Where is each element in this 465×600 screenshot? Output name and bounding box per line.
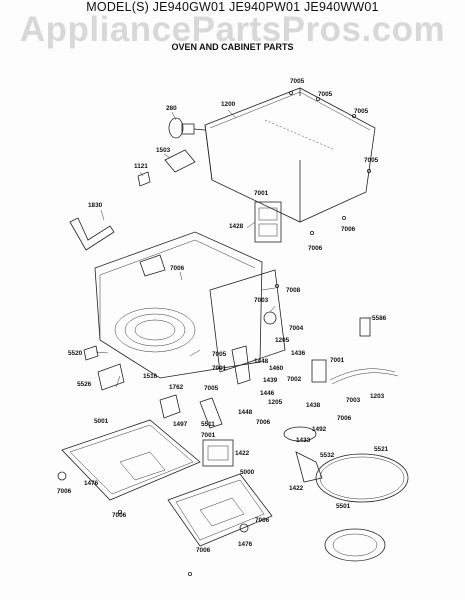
part-label: 7005 bbox=[204, 385, 219, 392]
part-label: 1516 bbox=[143, 373, 158, 380]
part-label: 1446 bbox=[260, 390, 275, 397]
part-label: 1121 bbox=[134, 163, 148, 170]
lamp-assembly-drawing bbox=[168, 117, 206, 139]
part-label: 5586 bbox=[372, 315, 387, 322]
part-1121-drawing bbox=[137, 171, 151, 187]
roller-ring-drawing bbox=[324, 528, 386, 562]
part-label: 7006 bbox=[308, 245, 323, 252]
part-label: 1438 bbox=[306, 402, 321, 409]
part-label: 1205 bbox=[275, 337, 290, 344]
part-label: 7006 bbox=[341, 226, 356, 233]
part-5526-drawing bbox=[97, 363, 125, 391]
part-label: 7008 bbox=[286, 287, 301, 294]
leader-lines bbox=[95, 109, 372, 388]
transformer-drawing bbox=[254, 201, 282, 243]
oven-cavity-drawing bbox=[94, 231, 263, 379]
part-label: 1476 bbox=[84, 480, 99, 487]
bottom-frame-drawing bbox=[167, 473, 273, 547]
model-header: MODEL(S) JE940GW01 JE940PW01 JE940WW01 bbox=[86, 0, 379, 14]
part-label: 1503 bbox=[156, 147, 171, 154]
part-label: 7001 bbox=[254, 190, 269, 197]
part-label: 1476 bbox=[238, 541, 253, 548]
turntable-motor-drawing bbox=[283, 426, 323, 483]
part-label: 7004 bbox=[289, 325, 304, 332]
part-label: 7002 bbox=[287, 376, 302, 383]
foot-left-drawing bbox=[57, 471, 67, 481]
screw-markers bbox=[118, 91, 371, 577]
part-label: 7003 bbox=[346, 397, 361, 404]
part-label: 1203 bbox=[370, 393, 385, 400]
part-label: 1436 bbox=[291, 350, 306, 357]
part-label: 1439 bbox=[263, 377, 278, 384]
part-label: 7001 bbox=[330, 357, 345, 364]
part-label: 1830 bbox=[88, 202, 103, 209]
part-1497-drawing bbox=[159, 394, 181, 419]
part-label: 7005 bbox=[354, 108, 369, 115]
part-label: 5520 bbox=[68, 350, 83, 357]
part-label: 7006 bbox=[337, 415, 352, 422]
part-label: 7006 bbox=[196, 547, 211, 554]
part-label: 7006 bbox=[255, 517, 270, 524]
base-plate-drawing bbox=[61, 419, 201, 501]
part-label: 5511 bbox=[201, 421, 215, 428]
part-5520-drawing bbox=[83, 345, 99, 361]
part-label: 280 bbox=[166, 105, 177, 112]
part-label: 1492 bbox=[312, 426, 327, 433]
part-label: 1497 bbox=[173, 421, 188, 428]
watermark: AppliancePartsPros.com bbox=[19, 10, 446, 49]
part-labels: 7005 7005 280 1200 7005 1503 7005 1121 7… bbox=[57, 78, 389, 554]
part-label: 1448 bbox=[238, 409, 253, 416]
part-1503-drawing bbox=[164, 149, 196, 173]
part-label: 7006 bbox=[170, 265, 185, 272]
part-label: 1422 bbox=[235, 450, 250, 457]
control-section-drawing bbox=[209, 269, 286, 373]
part-label: 1200 bbox=[221, 101, 236, 108]
part-label: 5001 bbox=[94, 418, 109, 425]
part-label: 1205 bbox=[268, 399, 283, 406]
part-label: 7005 bbox=[212, 351, 227, 358]
magnetron-drawing bbox=[202, 439, 234, 467]
part-label: 5000 bbox=[240, 469, 255, 476]
wiring-harness-drawing bbox=[311, 317, 399, 385]
outer-cabinet-drawing bbox=[204, 87, 376, 223]
part-label: 5521 bbox=[374, 446, 389, 453]
part-label: 1762 bbox=[169, 384, 184, 391]
part-label: 7005 bbox=[318, 91, 333, 98]
part-label: 7005 bbox=[364, 157, 379, 164]
part-label: 5501 bbox=[336, 503, 351, 510]
part-label: 7003 bbox=[254, 297, 269, 304]
part-label: 5532 bbox=[320, 452, 335, 459]
part-label: 7001 bbox=[201, 432, 216, 439]
part-label: 7001 bbox=[212, 365, 227, 372]
section-title: OVEN AND CABINET PARTS bbox=[171, 42, 294, 52]
part-label: 7006 bbox=[112, 512, 127, 519]
part-label: 1448 bbox=[254, 358, 269, 365]
part-label: 7006 bbox=[256, 419, 271, 426]
part-label: 1428 bbox=[229, 223, 244, 230]
part-label: 7005 bbox=[290, 78, 305, 85]
part-label: 1422 bbox=[289, 485, 304, 492]
part-label: 1460 bbox=[269, 365, 284, 372]
glass-tray-drawing bbox=[315, 453, 409, 503]
part-label: 5526 bbox=[77, 381, 92, 388]
part-1830-drawing bbox=[69, 217, 115, 251]
part-label: 1433 bbox=[296, 437, 311, 444]
foot-right-drawing bbox=[239, 523, 249, 533]
part-label: 7006 bbox=[57, 488, 72, 495]
